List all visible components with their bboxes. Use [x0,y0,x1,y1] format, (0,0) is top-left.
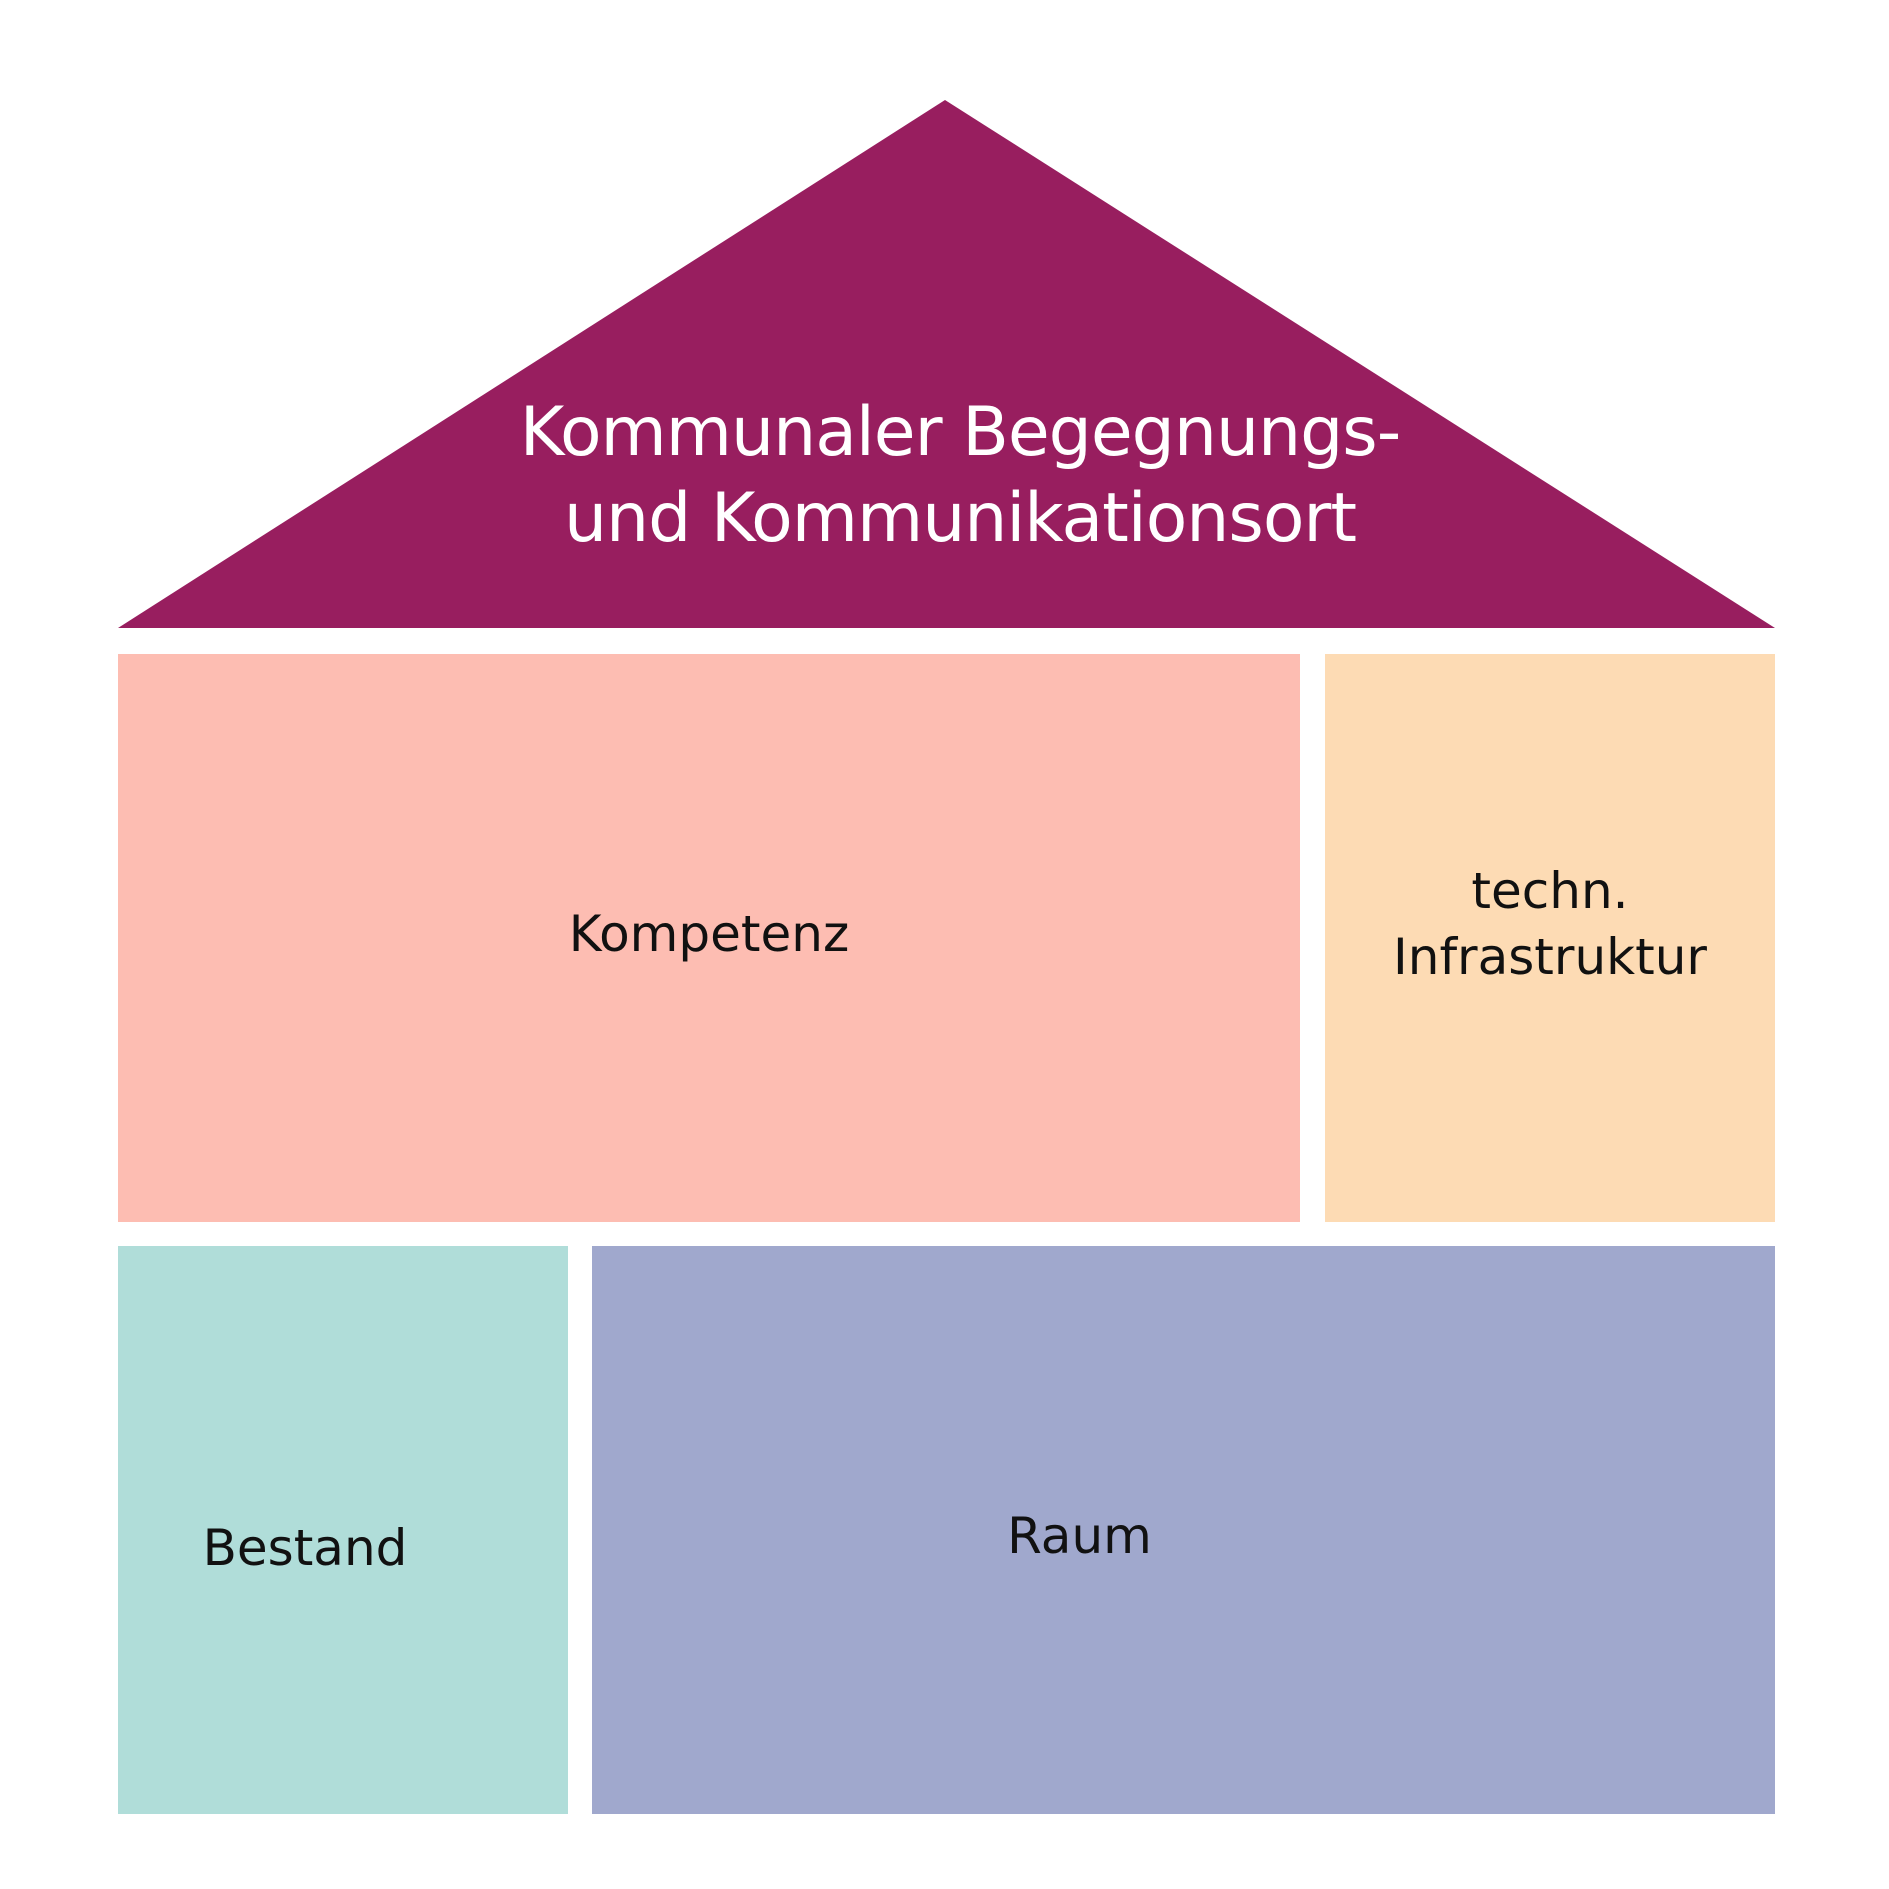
roof-triangle [118,100,1775,628]
block-technical-infrastructure-label: techn. Infrastruktur [1393,858,1707,990]
block-bestand-label: Bestand [202,1519,408,1577]
block-raum: Raum [592,1246,1775,1814]
roof-title: Kommunaler Begegnungs- und Kommunikation… [420,390,1500,562]
block-kompetenz: Kompetenz [118,654,1300,1222]
block-raum-label: Raum [1007,1507,1152,1565]
roof-title-line-2: und Kommunikationsort [563,479,1357,558]
block-kompetenz-label: Kompetenz [568,905,850,963]
block-technical-infrastructure-line-1: techn. [1471,862,1629,920]
block-bestand: Bestand [118,1246,568,1814]
roof-title-line-1: Kommunaler Begegnungs- [519,393,1402,472]
roof [118,100,1775,628]
block-technical-infrastructure: techn. Infrastruktur [1325,654,1775,1222]
block-technical-infrastructure-line-2: Infrastruktur [1393,928,1707,986]
